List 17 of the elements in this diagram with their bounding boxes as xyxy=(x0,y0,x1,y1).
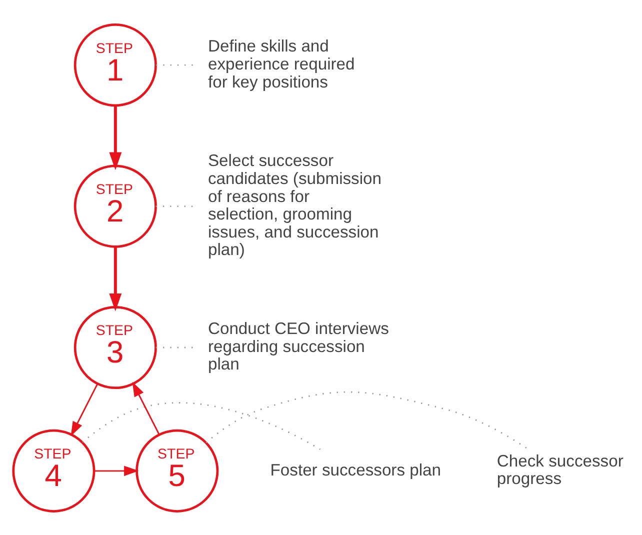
connector xyxy=(206,390,528,448)
node-text: Conduct CEO interviews regarding succession plan xyxy=(208,318,389,374)
node-circle: STEP 4 xyxy=(12,428,96,512)
node-text: Foster successors plan xyxy=(270,460,442,479)
node-circle: STEP 1 xyxy=(74,23,157,106)
connector xyxy=(82,402,321,450)
arrow xyxy=(94,465,139,476)
arrow xyxy=(70,382,98,436)
arrow xyxy=(109,105,122,170)
node-circle: STEP 2 xyxy=(74,164,157,248)
node-circle: STEP 3 xyxy=(74,305,157,389)
arrow xyxy=(132,381,160,434)
arrow xyxy=(109,246,122,311)
node-text: Define skills and experience required for key positions xyxy=(208,36,355,91)
node-circle: STEP 5 xyxy=(136,428,219,512)
node-text: Select successor candidates (submission of reasons for selection, grooming issues, and succession plan) xyxy=(208,150,382,259)
node-text: Check successor progress xyxy=(496,450,624,488)
